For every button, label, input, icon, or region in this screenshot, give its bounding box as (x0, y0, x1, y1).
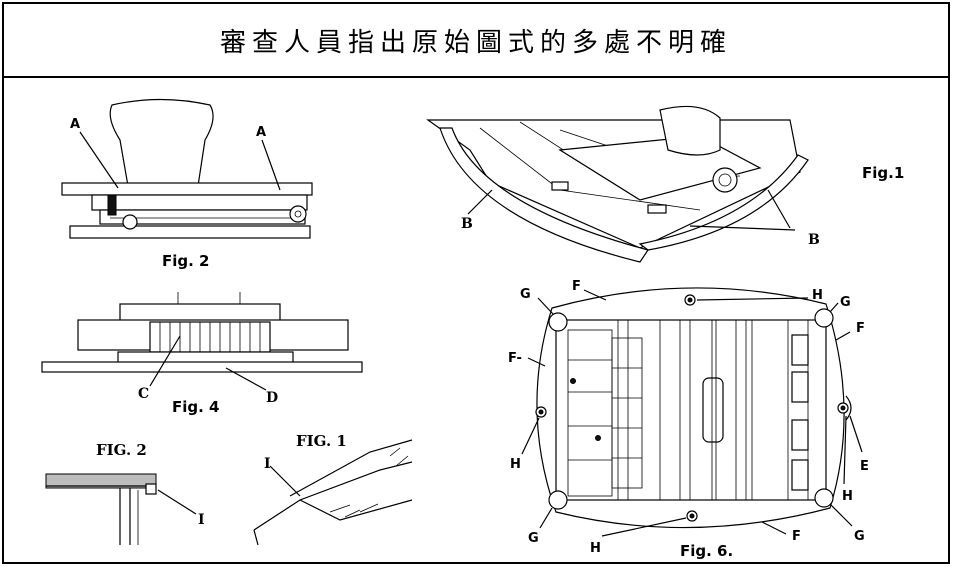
page-title: 審查人員指出原始圖式的多處不明確 (219, 27, 732, 58)
fig6-inner-plate (555, 319, 827, 501)
label-a-left: A (70, 117, 80, 132)
fig2-small-drawing: FIG. 2 I (45, 441, 205, 545)
fig6-leader-g-top-left (537, 297, 554, 315)
fig6-leader-h-bottom (601, 517, 687, 537)
fig6-label-f-right: F (856, 321, 865, 336)
fig2-top-drawing: A A Fig. 2 (61, 98, 313, 270)
title-bar: 審查人員指出原始圖式的多處不明確 (4, 4, 948, 78)
fig6-label-g-top-left: G (520, 287, 531, 302)
fig4-drawing: C D Fig. 4 (41, 292, 363, 416)
fig6-leader-f-top (583, 289, 607, 301)
fig6-leader-h-left (521, 417, 540, 455)
fig6-label-f-bottom: F (792, 529, 801, 544)
fig2-small-label-i: I (198, 512, 205, 528)
fig1-handle-base (659, 105, 721, 156)
fig6-label-g-bottom-left: G (528, 531, 539, 546)
fig2-small-lip (145, 483, 157, 495)
label-b-right: B (808, 232, 820, 248)
fig6-leader-e (849, 415, 863, 453)
fig6-right-hinges (791, 334, 809, 491)
fig6-label-h-bottom: H (590, 541, 601, 556)
fig2-small-leader-i (157, 489, 197, 515)
label-d: D (266, 390, 278, 406)
fig1-leader-b-right-1 (767, 189, 791, 229)
fig1-knob (712, 167, 738, 193)
fig2-clip (107, 194, 117, 216)
fig6-leader-f-right (835, 331, 851, 341)
fig6-leader-h-top (696, 297, 809, 301)
fig6-foot-bottom-left (548, 490, 568, 510)
fig6-label-f-left: F- (508, 351, 522, 366)
fig6-drawing: G F H G F F- H E H G H F G Fig. 6. (508, 279, 869, 560)
fig6-leader-g-bottom-left (539, 507, 553, 529)
fig4-leader-c (149, 335, 181, 387)
fig6-outline (536, 287, 845, 529)
fig4-fins (159, 322, 261, 352)
fig6-label-h-left: H (510, 457, 521, 472)
fig2-sole (69, 225, 311, 239)
fig6-leader-f-left (527, 357, 546, 367)
fig6-leader-g-bottom-right (829, 503, 853, 527)
fig2-top-caption: Fig. 2 (162, 252, 209, 270)
fig4-base-plate (41, 361, 363, 373)
fig2-middle-plate (91, 194, 308, 211)
fig6-leader-h-right (843, 415, 847, 485)
fig6-leader-g-top-right (829, 302, 839, 313)
fig1-leader-b-right-2 (689, 225, 796, 231)
fig6-label-f-top: F (572, 279, 581, 294)
fig6-label-g-bottom-right: G (854, 529, 865, 544)
fig6-label-h-top: H (812, 288, 823, 303)
fig4-caption: Fig. 4 (172, 398, 219, 416)
fig1-small-label-i: I (264, 456, 271, 472)
fig1-leader-b-left (467, 189, 493, 215)
fig2-roller-left (122, 214, 138, 230)
fig6-foot-top-left (548, 312, 568, 332)
fig6-label-e: E (860, 459, 869, 474)
fig2-leader-a-left (79, 131, 119, 189)
label-c: C (138, 386, 149, 402)
fig1-side-plate-left (439, 127, 649, 263)
fig1-small-leader-i (269, 465, 301, 497)
fig2-handle (109, 98, 214, 187)
fig6-edge-e (845, 395, 852, 421)
fig2-small-plate (45, 473, 157, 489)
fig1-small-drawing: FIG. 1 I (253, 432, 413, 546)
fig2-leader-a-right (261, 139, 281, 191)
fig1-top-caption: Fig.1 (862, 164, 904, 182)
fig6-center-slot (702, 377, 724, 443)
fig6-left-blocks (567, 329, 643, 497)
fig1-side-plate-right (638, 154, 809, 251)
fig2-upper-plate (61, 182, 313, 196)
fig6-label-g-top-right: G (840, 295, 851, 310)
fig6-caption: Fig. 6. (680, 542, 733, 560)
fig6-label-h-right: H (842, 489, 853, 504)
fig2-small-caption: FIG. 2 (96, 441, 147, 459)
fig6-leader-f-bottom (761, 521, 787, 535)
label-a-right: A (256, 125, 266, 140)
fig6-foot-top-right (814, 308, 834, 328)
label-b-left: B (461, 216, 473, 232)
fig1-small-caption: FIG. 1 (296, 432, 347, 450)
fig4-leader-d (225, 367, 267, 391)
fig6-foot-bottom-right (814, 488, 834, 508)
fig1-top-drawing: B B Fig.1 (426, 105, 904, 263)
fig2-knob-right (289, 205, 307, 223)
